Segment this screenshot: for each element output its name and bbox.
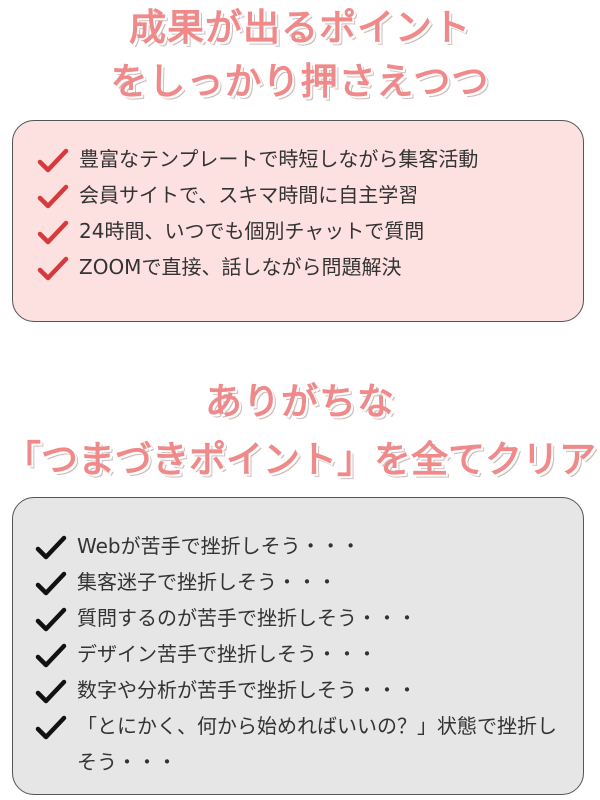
pitfall-item: 質問するのが苦手で挫折しそう・・・ [35,600,583,636]
merits-box: 豊富なテンプレートで時短しながら集客活動 会員サイトで、スキマ時間に自主学習 2… [12,120,584,322]
merit-text: 会員サイトで、スキマ時間に自主学習 [79,183,419,207]
check-icon [37,184,69,209]
headline-bottom-line-2: 「つまづきポイント」を全てクリア [4,438,596,481]
check-icon [37,256,69,281]
headline-bottom-line-1: ありがちな [205,380,395,423]
pitfall-item: 「とにかく、何から始めればいいの？」状態で挫折しそう・・・ [35,708,567,780]
pitfall-item: Webが苦手で挫折しそう・・・ [35,528,583,564]
merit-item: 豊富なテンプレートで時短しながら集客活動 [37,141,583,177]
check-icon [35,535,67,560]
check-icon [35,571,67,596]
pitfall-item: デザイン苦手で挫折しそう・・・ [35,636,583,672]
merit-text: 豊富なテンプレートで時短しながら集客活動 [79,147,479,171]
pitfall-text: デザイン苦手で挫折しそう・・・ [77,642,377,666]
pitfall-item: 集客迷子で挫折しそう・・・ [35,564,583,600]
check-icon [35,679,67,704]
headline-top-line-1: 成果が出るポイント [129,6,471,49]
check-icon [35,607,67,632]
headline-top-line-2: をしっかり押さえつつ [110,60,490,103]
check-icon [37,220,69,245]
merit-item: ZOOMで直接、話しながら問題解決 [37,249,583,285]
check-icon [37,148,69,173]
merit-text: ZOOMで直接、話しながら問題解決 [79,255,402,279]
pitfall-text: 集客迷子で挫折しそう・・・ [77,570,337,594]
pitfall-text: 「とにかく、何から始めればいいの？」状態で挫折しそう・・・ [77,714,557,774]
merit-text: 24時間、いつでも個別チャットで質問 [79,219,425,243]
check-icon [35,715,67,740]
pitfall-text: Webが苦手で挫折しそう・・・ [77,534,361,558]
pitfall-text: 質問するのが苦手で挫折しそう・・・ [77,606,417,630]
pitfall-text: 数字や分析が苦手で挫折しそう・・・ [77,678,417,702]
merit-item: 会員サイトで、スキマ時間に自主学習 [37,177,583,213]
merit-item: 24時間、いつでも個別チャットで質問 [37,213,583,249]
check-icon [35,643,67,668]
pitfalls-box: Webが苦手で挫折しそう・・・ 集客迷子で挫折しそう・・・ 質問するのが苦手で挫… [12,497,584,795]
merits-list: 豊富なテンプレートで時短しながら集客活動 会員サイトで、スキマ時間に自主学習 2… [37,141,583,285]
pitfall-item: 数字や分析が苦手で挫折しそう・・・ [35,672,583,708]
pitfalls-list: Webが苦手で挫折しそう・・・ 集客迷子で挫折しそう・・・ 質問するのが苦手で挫… [35,528,583,780]
